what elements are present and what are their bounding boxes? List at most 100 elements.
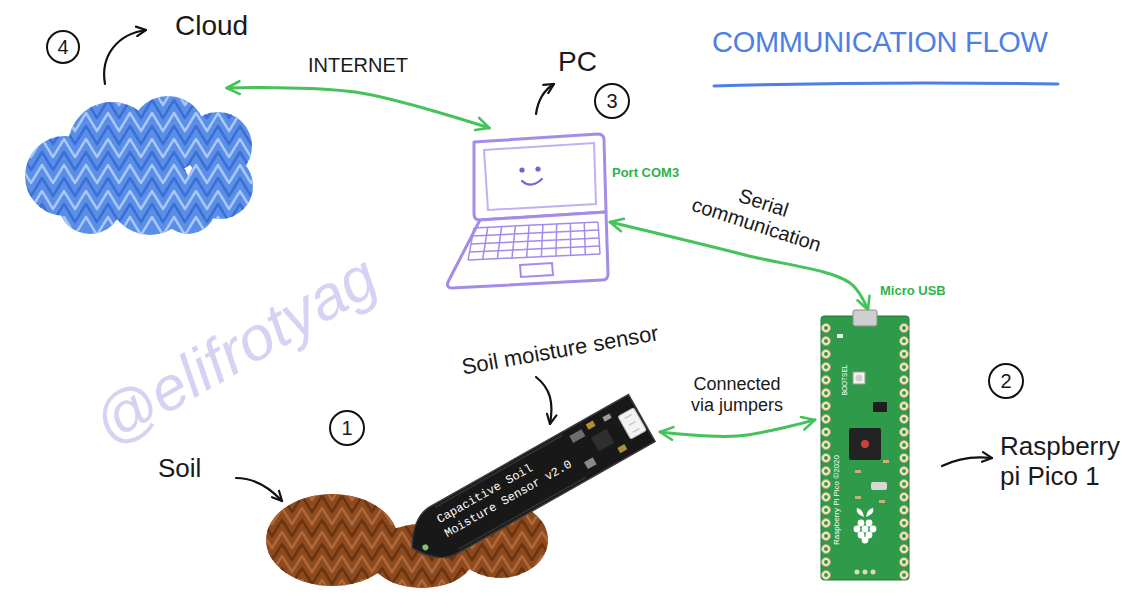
connector-arrow [610,222,868,310]
node-title-holder: PC [558,46,597,78]
pin-hole [902,391,906,395]
pin-hole [824,430,828,434]
keyboard-grid [468,228,474,260]
scribble-stroke [262,544,562,560]
keyboard-grid [497,227,501,259]
pico-node: Raspberry pi Pico 1 [815,310,915,582]
callout-number-holder: 4 [57,36,68,59]
cloud-scribble-lines [20,87,262,235]
gpio-pin [822,441,831,450]
pin-hole [824,352,828,356]
node-title-holder: Cloud [175,10,248,42]
probe-dot [421,543,429,551]
laptop-display [484,143,596,210]
smd-component [883,460,889,463]
callout-circle-part [47,31,79,63]
gpio-pin [900,376,909,385]
leader-line-part [942,457,992,466]
edge-label: Connected via jumpers [685,374,790,415]
gpio-pin [900,506,909,515]
gpio-pin [822,545,831,554]
jst-connector [618,408,646,439]
scribble-stroke [20,165,262,183]
gpio-pin [822,402,831,411]
scribble-stroke [20,178,262,196]
port-name: Port COM3 [612,166,679,181]
gpio-pin [822,558,831,567]
raspberry-logo [854,526,861,533]
gpio-pin [900,454,909,463]
scribble-stroke [20,113,262,131]
debug-pad [863,570,868,575]
silkscreen-text: BOOTSEL [841,365,848,396]
pin-hole [824,521,828,525]
pin-hole [902,547,906,551]
callout-circle-part [989,364,1023,398]
leader-line-part [236,478,282,501]
gpio-pin [900,337,909,346]
callout-number: 4 [57,36,68,59]
crystal [871,482,887,490]
pin-hole [902,326,906,330]
callout-number: 2 [1000,370,1011,393]
pin-hole [902,469,906,473]
connector-slots [625,414,640,432]
smiley-mouth [522,179,542,185]
edge-label: INTERNET [308,54,408,77]
keyboard-grid [468,254,600,260]
smiley-eye [535,166,540,171]
gpio-pin [900,558,909,567]
title-holder: COMMUNICATION FLOW [712,26,1048,59]
pc-node-art [440,128,610,293]
gpio-pin [822,324,831,333]
keyboard-grid [470,246,600,252]
connector-name: Micro USB [880,284,946,299]
leader-line-part [104,30,146,84]
keyboard-grid [584,223,585,255]
pin-hole [902,508,906,512]
rp2040-chip [849,428,881,460]
laptop-trackpad [520,263,553,277]
cloud-scribble [20,87,262,235]
pin-hole [902,430,906,434]
diagram-title: COMMUNICATION FLOW [712,26,1048,59]
pin-hole [902,521,906,525]
scribble-stroke [20,126,262,144]
gpio-pin [822,493,831,502]
gpio-pin [900,324,909,333]
smd-component [602,413,611,421]
node-title-holder: Soil moisture sensor [460,320,661,380]
gpio-pin [900,363,909,372]
scribble-stroke [262,580,562,596]
gpio-pin [822,415,831,424]
flash-chip [873,402,887,412]
silkscreen-text-holder: BOOTSEL [841,365,848,396]
pin-hole [824,508,828,512]
scribble-stroke [20,87,262,105]
scribble-stroke [262,520,562,536]
smd-component [879,500,885,503]
pin-hole [902,378,906,382]
pin-hole [902,482,906,486]
callout-circle-part [330,411,364,445]
pin-hole [824,534,828,538]
bootsel-cap [856,375,863,382]
scribble-stroke [262,508,562,524]
keyboard-grid [473,230,599,236]
node-title-holder: Soil [158,454,201,484]
gpio-pin [900,350,909,359]
pin-hole [902,339,906,343]
gpio-pin [822,389,831,398]
gpio-pin [822,532,831,541]
scribble-stroke [20,139,262,157]
connector-name-holder: Micro USB [880,284,946,299]
smd-component [855,470,861,473]
callout-number: 1 [341,417,352,440]
pin-hole [824,339,828,343]
scribble-stroke [20,100,262,118]
gpio-pin [822,337,831,346]
pin-hole [824,482,828,486]
laptop-screen [474,134,606,220]
scribble-stroke [262,556,562,572]
